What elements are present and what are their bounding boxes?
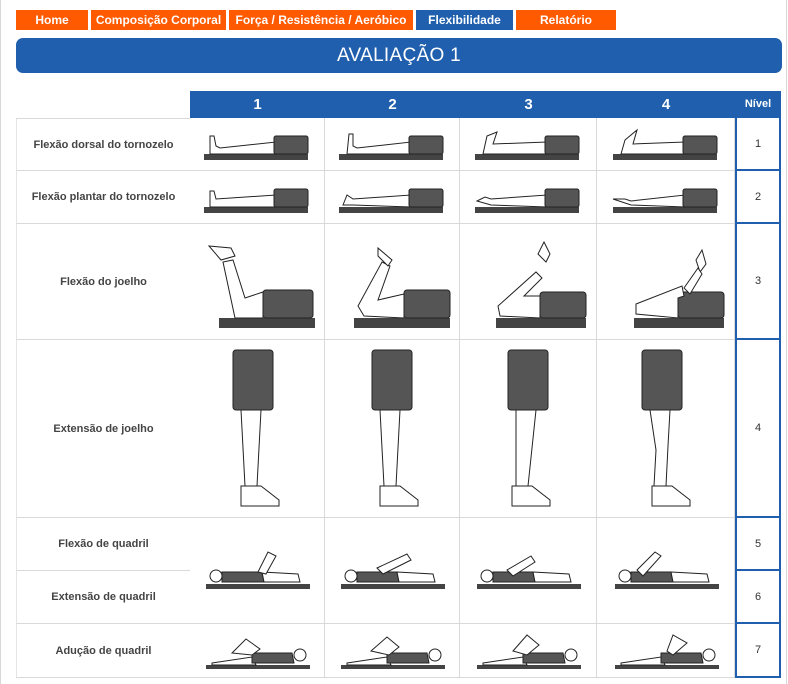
standing-leg-icon xyxy=(641,349,690,506)
exercise-image-hip-1[interactable] xyxy=(190,518,325,624)
exercise-image-knee-extension-4[interactable] xyxy=(597,340,735,518)
exercise-image-adduction-2[interactable] xyxy=(325,624,460,678)
exercise-image-knee-flexion-3[interactable] xyxy=(460,224,597,340)
row-label-aducao-quadril: Adução de quadril xyxy=(16,624,190,678)
tab-composicao-corporal[interactable]: Composição Corporal xyxy=(91,10,226,30)
tab-flexibilidade[interactable]: Flexibilidade xyxy=(416,10,513,30)
exercise-image-plantar-2[interactable] xyxy=(325,171,460,224)
exercise-image-knee-flexion-1[interactable] xyxy=(190,224,325,340)
row-label-flexao-plantar-tornozelo: Flexão plantar do tornozelo xyxy=(16,171,190,224)
lying-leg-icon xyxy=(204,188,309,213)
column-header-1: 1 xyxy=(190,91,325,118)
side-lying-icon xyxy=(477,633,581,669)
exercise-image-hip-4[interactable] xyxy=(597,518,735,624)
lying-body-icon xyxy=(206,550,310,589)
row-label-flexao-quadril: Flexão de quadril xyxy=(16,518,190,571)
knee-flexion-icon xyxy=(496,240,587,328)
row-label-flexao-dorsal-tornozelo: Flexão dorsal do tornozelo xyxy=(16,119,190,171)
lying-leg-icon xyxy=(612,128,717,160)
exercise-image-dorsal-2[interactable] xyxy=(325,118,460,171)
level-cell-3[interactable]: 3 xyxy=(735,224,781,340)
level-cell-6[interactable]: 6 xyxy=(735,571,781,624)
knee-flexion-icon xyxy=(354,246,451,328)
lying-leg-icon xyxy=(475,188,580,213)
tab-forca-resistencia-aerobico[interactable]: Força / Resistência / Aeróbico xyxy=(229,10,413,30)
frame-left-border xyxy=(0,0,1,684)
page-title-banner: AVALIAÇÃO 1 xyxy=(16,38,782,73)
side-lying-icon xyxy=(206,637,310,669)
tab-home[interactable]: Home xyxy=(16,10,88,30)
lying-body-icon xyxy=(477,554,581,589)
level-cell-2[interactable]: 2 xyxy=(735,171,781,224)
knee-flexion-icon xyxy=(633,248,724,328)
exercise-image-adduction-1[interactable] xyxy=(190,624,325,678)
knee-flexion-icon xyxy=(207,244,315,328)
exercise-image-adduction-3[interactable] xyxy=(460,624,597,678)
lying-leg-icon xyxy=(612,188,717,213)
exercise-image-dorsal-1[interactable] xyxy=(190,118,325,171)
frame-right-border xyxy=(786,0,787,684)
level-cell-4[interactable]: 4 xyxy=(735,340,781,518)
tab-relatorio[interactable]: Relatório xyxy=(516,10,616,30)
level-cell-5[interactable]: 5 xyxy=(735,518,781,571)
exercise-image-knee-extension-1[interactable] xyxy=(190,340,325,518)
exercise-image-knee-extension-3[interactable] xyxy=(460,340,597,518)
exercise-image-knee-flexion-2[interactable] xyxy=(325,224,460,340)
exercise-image-dorsal-4[interactable] xyxy=(597,118,735,171)
nav-tabs: Home Composição Corporal Força / Resistê… xyxy=(16,10,616,30)
exercise-image-plantar-1[interactable] xyxy=(190,171,325,224)
level-cell-1[interactable]: 1 xyxy=(735,118,781,171)
exercise-image-hip-3[interactable] xyxy=(460,518,597,624)
table-top-border xyxy=(16,118,190,119)
exercise-image-hip-2[interactable] xyxy=(325,518,460,624)
standing-leg-icon xyxy=(507,349,551,506)
row-label-extensao-joelho: Extensão de joelho xyxy=(16,340,190,518)
lying-leg-icon xyxy=(339,133,444,160)
column-header-2: 2 xyxy=(325,91,460,118)
exercise-image-knee-extension-2[interactable] xyxy=(325,340,460,518)
level-cell-7[interactable]: 7 xyxy=(735,624,781,678)
column-header-level: Nível xyxy=(735,91,781,118)
exercise-image-knee-flexion-4[interactable] xyxy=(597,224,735,340)
lying-leg-icon xyxy=(475,131,580,160)
side-lying-icon xyxy=(614,633,719,669)
column-header-4: 4 xyxy=(597,91,735,118)
exercise-image-plantar-4[interactable] xyxy=(597,171,735,224)
exercise-image-adduction-4[interactable] xyxy=(597,624,735,678)
row-label-extensao-quadril: Extensão de quadril xyxy=(16,571,190,624)
row-label-flexao-joelho: Flexão do joelho xyxy=(16,224,190,340)
lying-leg-icon xyxy=(204,135,309,160)
standing-leg-icon xyxy=(371,349,419,506)
standing-leg-icon xyxy=(232,349,280,506)
lying-leg-icon xyxy=(339,188,444,213)
column-header-3: 3 xyxy=(460,91,597,118)
side-lying-icon xyxy=(341,635,445,669)
exercise-image-dorsal-3[interactable] xyxy=(460,118,597,171)
lying-body-icon xyxy=(341,552,445,589)
exercise-image-plantar-3[interactable] xyxy=(460,171,597,224)
lying-body-icon xyxy=(614,550,719,589)
